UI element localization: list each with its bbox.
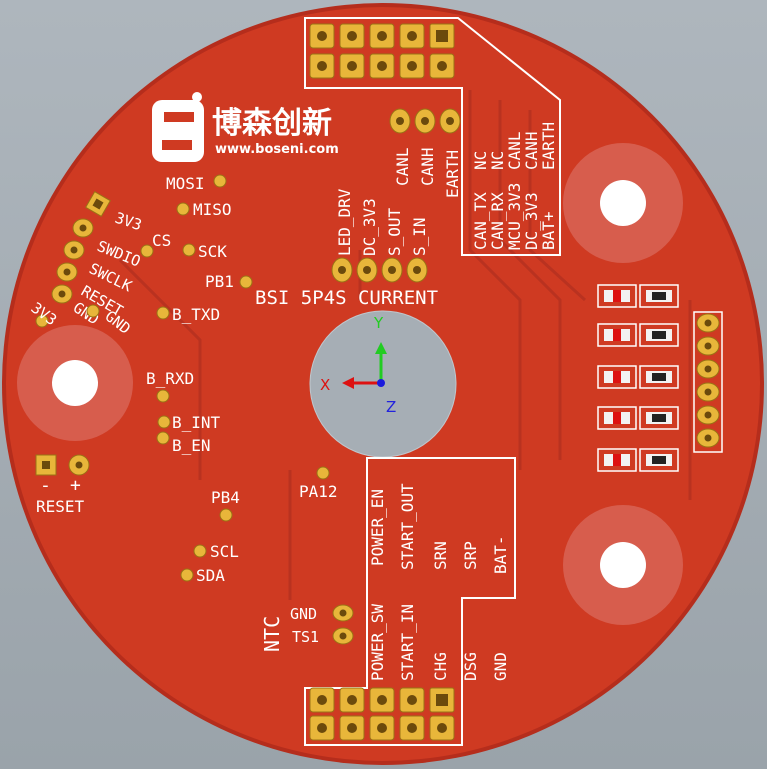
ntc-pads (332, 604, 354, 645)
label-can-tx: CAN_TX (471, 192, 490, 250)
top-connector-labels: CAN_TX NC CAN_RX NC MCU_3V3 CANL DC_3V3 … (471, 122, 558, 250)
reset-pads (35, 454, 90, 476)
boseni-s-logo-icon (152, 92, 204, 162)
reset-plus: + (70, 475, 81, 496)
label-pb1: PB1 (205, 272, 234, 291)
mounting-hole-bottom-right (563, 505, 683, 625)
label-scl: SCL (210, 542, 239, 561)
label-srp: SRP (461, 541, 480, 570)
power-pad-labels: LED_DRV DC_3V3 S_OUT S_IN (335, 188, 429, 256)
axis-z-label: Z (386, 398, 396, 416)
label-dc-3v3: DC_3V3 (522, 192, 541, 250)
label-b-rxd: B_RXD (146, 369, 194, 388)
label-earth-pad: EARTH (443, 150, 462, 198)
label-led-drv: LED_DRV (335, 188, 354, 256)
mounting-hole-top-right (563, 143, 683, 263)
label-s-out: S_OUT (385, 207, 404, 256)
can-pad-labels: CANL CANH EARTH (393, 147, 462, 198)
brand-website: www.boseni.com (215, 142, 339, 157)
coordinate-axis-icon: Y X Z (320, 314, 396, 416)
top-connector-outline (304, 17, 561, 256)
brand-name: 博森创新 (212, 106, 332, 141)
label-nc-2: NC (488, 151, 507, 170)
ntc-ts1: TS1 (292, 628, 319, 646)
label-b-int: B_INT (172, 413, 221, 432)
label-can-rx: CAN_RX (488, 192, 507, 250)
label-canh: CANH (522, 131, 541, 170)
right-header (693, 311, 723, 453)
reset-minus: - (40, 475, 51, 496)
label-mcu-3v3: MCU_3V3 (505, 183, 524, 250)
label-pb4: PB4 (211, 488, 240, 507)
board-title: BSI 5P4S CURRENT (255, 287, 438, 309)
label-nc-1: NC (471, 151, 490, 170)
label-start-in: START_IN (398, 604, 417, 681)
label-bat-plus: BAT+ (539, 211, 558, 250)
debug-header-pads (51, 191, 111, 304)
ntc-gnd: GND (290, 605, 317, 623)
v3v3-testpoint (35, 314, 49, 328)
label-earth: EARTH (539, 122, 558, 170)
label-gnd-bottom: GND (491, 652, 510, 681)
label-dsg: DSG (461, 652, 480, 681)
label-mosi: MOSI (166, 174, 205, 193)
label-sck: SCK (198, 242, 227, 261)
label-dc-3v3-pad: DC_3V3 (360, 198, 379, 256)
bottom-connector-labels: POWER_SW POWER_EN START_IN START_OUT CHG… (368, 483, 510, 681)
axis-x-label: X (320, 376, 330, 394)
can-pads (389, 108, 461, 134)
ntc-title: NTC (260, 616, 284, 652)
label-b-txd: B_TXD (172, 305, 220, 324)
copper-traces (118, 90, 692, 600)
top-connector-pads (309, 23, 455, 79)
power-pads (331, 257, 428, 283)
label-miso: MISO (193, 200, 232, 219)
label-sda: SDA (196, 566, 225, 585)
gnd-testpoint (86, 304, 100, 318)
label-power-en: POWER_EN (368, 489, 387, 566)
led-array (597, 284, 679, 472)
test-point-labels: MOSI MISO CS SCK PB1 B_TXD B_RXD B_INT B… (146, 174, 338, 585)
bottom-connector-pads (309, 687, 455, 741)
label-chg: CHG (431, 652, 450, 681)
label-start-out: START_OUT (398, 483, 417, 570)
axis-y-label: Y (373, 314, 384, 332)
label-s-in: S_IN (410, 217, 429, 256)
label-srn: SRN (431, 541, 450, 570)
label-canl: CANL (505, 131, 524, 170)
reset-label: RESET (36, 497, 85, 516)
label-b-en: B_EN (172, 436, 211, 455)
label-canl-pad: CANL (393, 147, 412, 186)
label-pa12: PA12 (299, 482, 338, 501)
test-points (140, 174, 330, 582)
label-bat-minus: BAT- (491, 535, 510, 574)
mounting-hole-left (17, 325, 133, 441)
label-power-sw: POWER_SW (368, 604, 387, 681)
label-canh-pad: CANH (418, 147, 437, 186)
label-cs: CS (152, 231, 171, 250)
